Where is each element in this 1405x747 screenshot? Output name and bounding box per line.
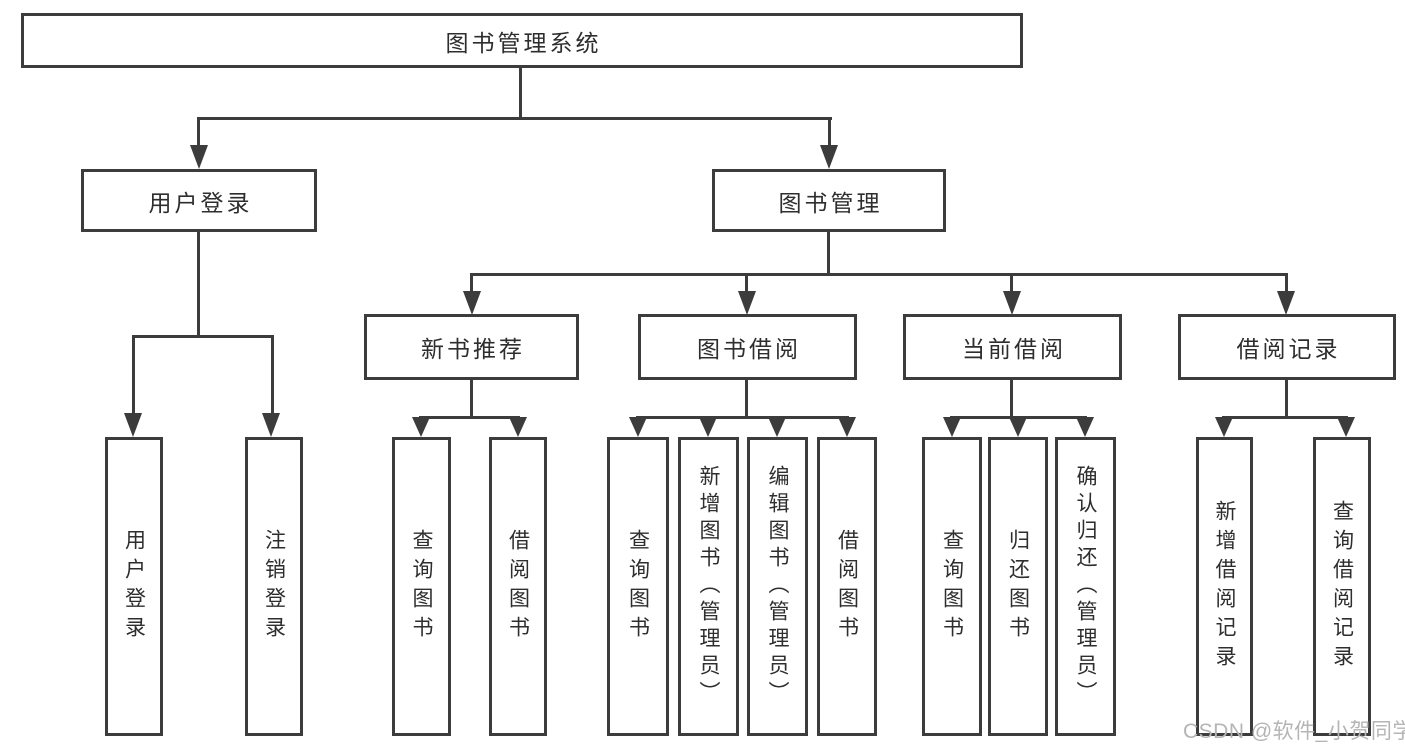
arrow-down-icon [943,417,961,437]
connector-line [419,416,520,419]
arrow-down-icon [509,417,527,437]
connector-line [745,273,748,291]
connector-line [197,117,832,120]
leaf-return-books: 归还图书 [988,437,1048,736]
leaf-borrow-books-recommend: 借阅图书 [489,437,547,736]
arrow-down-icon [412,417,430,437]
leaf-query-borrow-record: 查询借阅记录 [1313,437,1371,736]
arrow-down-icon [262,413,280,437]
leaf-confirm-return-admin: 确认归还（管理员） [1055,437,1116,736]
node-new-book-recommend: 新书推荐 [364,314,579,380]
connector-line [1222,416,1348,419]
arrow-down-icon [1009,417,1027,437]
connector-line [1285,380,1288,416]
leaf-query-books-borrowing: 查询图书 [607,437,669,736]
connector-line [1285,273,1288,291]
arrow-down-icon [1076,417,1094,437]
arrow-down-icon [820,145,838,169]
connector-line [1010,273,1013,291]
arrow-down-icon [738,291,756,315]
arrow-down-icon [124,413,142,437]
leaf-user-login: 用户登录 [105,437,163,736]
connector-line [470,273,1288,276]
connector-line [132,335,135,413]
leaf-query-books-recommend: 查询图书 [392,437,451,736]
arrow-down-icon [190,145,208,169]
connector-line [827,232,830,273]
node-root-library-system: 图书管理系统 [21,13,1023,68]
arrow-down-icon [1277,291,1295,315]
leaf-edit-books-admin: 编辑图书（管理员） [747,437,808,736]
leaf-query-books-current: 查询图书 [922,437,982,736]
connector-line [1010,380,1013,416]
leaf-add-books-admin: 新增图书（管理员） [678,437,739,736]
connector-line [197,117,200,147]
connector-line [470,273,473,291]
connector-line [828,117,831,147]
node-user-login: 用户登录 [81,169,317,232]
connector-line [636,416,849,419]
leaf-logout: 注销登录 [245,437,303,736]
arrow-down-icon [699,417,717,437]
arrow-down-icon [463,291,481,315]
arrow-down-icon [1337,417,1355,437]
node-book-management: 图书管理 [712,169,946,232]
arrow-down-icon [1215,417,1233,437]
leaf-add-borrow-record: 新增借阅记录 [1196,437,1253,736]
node-book-borrowing: 图书借阅 [638,314,857,380]
connector-line [132,335,274,338]
connector-line [271,335,274,413]
connector-line [745,380,748,416]
arrow-down-icon [1003,291,1021,315]
connector-line [197,232,200,335]
connector-line [470,380,473,416]
node-borrowing-records: 借阅记录 [1178,314,1396,380]
arrow-down-icon [768,417,786,437]
arrow-down-icon [838,417,856,437]
watermark: CSDN @软件_小贺同学 [1183,720,1405,743]
leaf-borrow-books-borrowing: 借阅图书 [817,437,877,736]
node-current-borrowing: 当前借阅 [903,314,1122,380]
connector-line [519,68,522,117]
arrow-down-icon [629,417,647,437]
